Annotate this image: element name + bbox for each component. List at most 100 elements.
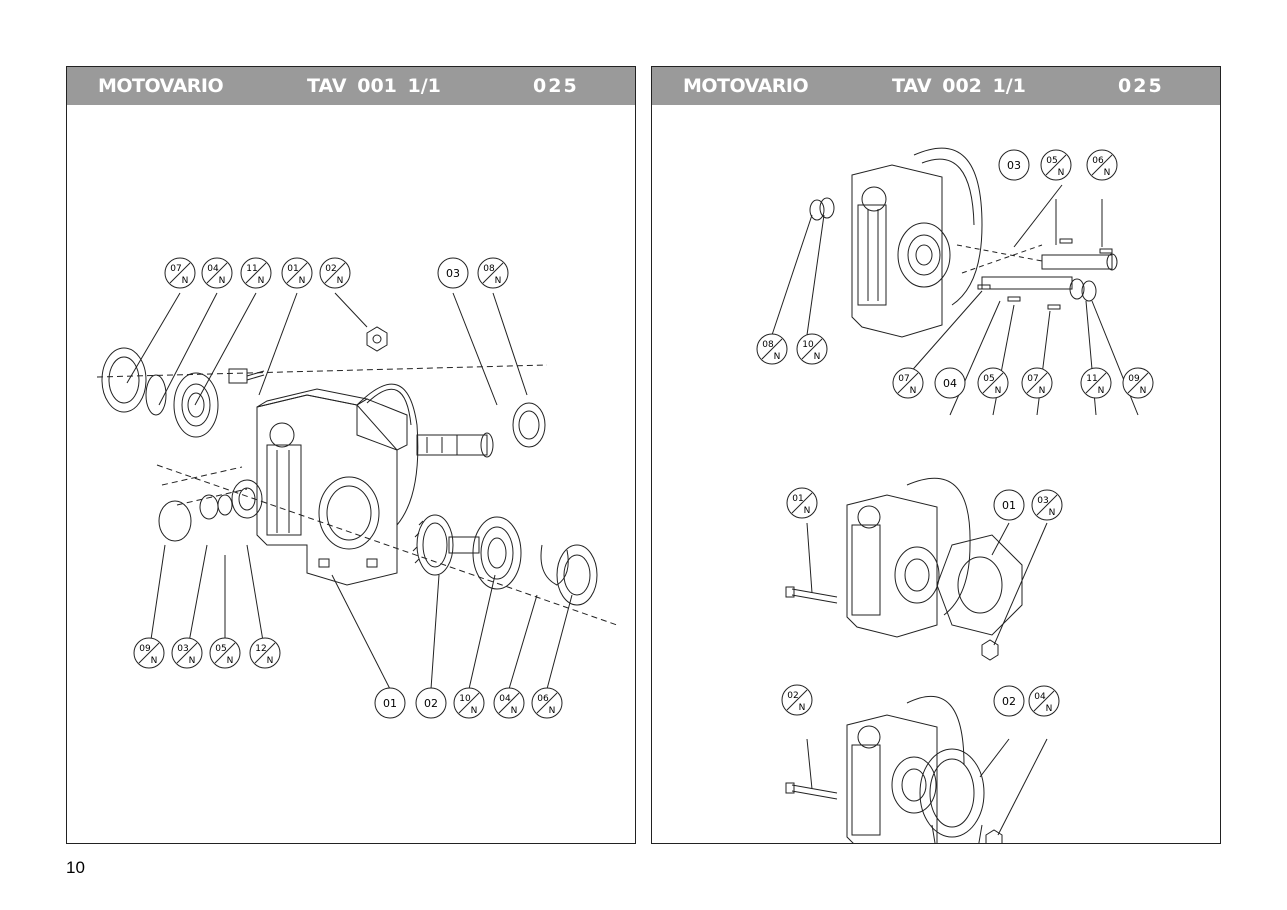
callout-number: 04 <box>207 264 219 274</box>
callout-number: 09 <box>139 644 151 654</box>
part-callout: 11N <box>1080 367 1112 399</box>
callout-number: 02 <box>1002 695 1016 708</box>
callout-number: 08 <box>483 264 495 274</box>
brand-name: MOTOVARIO <box>98 75 224 97</box>
part-callout: 07N <box>164 257 196 289</box>
part-callout: 02 <box>415 687 447 719</box>
part-callout: 01N <box>281 257 313 289</box>
part-callout: 05N <box>1040 149 1072 181</box>
callout-suffix: N <box>799 703 806 713</box>
exploded-view-svg: 0305N06N08N10N07N0405N07N11N09N01N0103N0… <box>756 147 1154 843</box>
callout-number: 01 <box>1002 499 1016 512</box>
part-callout: 03N <box>171 637 203 669</box>
part-callout: 02N <box>781 684 813 716</box>
part-callout: 06N <box>531 687 563 719</box>
callout-suffix: N <box>1046 704 1053 714</box>
callout-number: 02 <box>787 691 798 701</box>
callout-suffix: N <box>258 276 265 286</box>
part-callout: 10N <box>453 687 485 719</box>
callout-number: 12 <box>255 644 266 654</box>
part-callout: 11N <box>240 257 272 289</box>
callout-number: 11 <box>1086 374 1097 384</box>
callout-number: 05 <box>1046 156 1057 166</box>
part-callout: 04 <box>934 367 966 399</box>
part-callout: 12N <box>249 637 281 669</box>
callout-suffix: N <box>814 352 821 362</box>
part-callout: 09N <box>1122 367 1154 399</box>
callout-suffix: N <box>1058 168 1065 178</box>
part-callout: 02 <box>993 685 1025 717</box>
callout-suffix: N <box>1049 508 1056 518</box>
part-callout: 09N <box>133 637 165 669</box>
callout-number: 06 <box>1092 156 1104 166</box>
exploded-view-svg: 07N04N11N01N02N0308N09N03N05N12N010210N0… <box>96 257 618 719</box>
callout-number: 08 <box>762 340 774 350</box>
callout-suffix: N <box>1140 386 1147 396</box>
callout-number: 10 <box>459 694 471 704</box>
callout-suffix: N <box>995 386 1002 396</box>
part-callout: 07N <box>1021 367 1053 399</box>
callout-number: 07 <box>1027 374 1038 384</box>
table-number: TAV 001 1/1 <box>307 75 441 97</box>
callout-suffix: N <box>549 706 556 716</box>
part-callout: 01 <box>374 687 406 719</box>
callout-number: 04 <box>943 377 957 390</box>
callout-number: 05 <box>215 644 226 654</box>
callout-suffix: N <box>299 276 306 286</box>
callout-suffix: N <box>227 656 234 666</box>
callout-number: 11 <box>246 264 257 274</box>
callout-number: 06 <box>537 694 549 704</box>
callout-suffix: N <box>774 352 781 362</box>
callout-number: 05 <box>983 374 994 384</box>
callout-suffix: N <box>189 656 196 666</box>
part-callout: 05N <box>209 637 241 669</box>
part-callout: 01N <box>786 487 818 519</box>
part-callout: 06N <box>1086 149 1118 181</box>
callout-number: 07 <box>170 264 181 274</box>
part-callout: 03 <box>437 257 469 289</box>
callout-number: 01 <box>383 697 397 710</box>
part-callout: 08N <box>756 333 788 365</box>
callout-number: 04 <box>1034 692 1046 702</box>
callout-number: 01 <box>287 264 298 274</box>
page-number: 10 <box>66 858 85 877</box>
callout-number: 10 <box>802 340 814 350</box>
part-callout: 04N <box>201 257 233 289</box>
callout-number: 03 <box>1007 159 1021 172</box>
callout-number: 03 <box>1037 496 1048 506</box>
part-callout: 05N <box>977 367 1009 399</box>
size-code: 025 <box>1118 75 1164 97</box>
callout-suffix: N <box>804 506 811 516</box>
part-callout: 01 <box>993 489 1025 521</box>
callout-number: 03 <box>177 644 188 654</box>
callout-suffix: N <box>219 276 226 286</box>
callout-suffix: N <box>511 706 518 716</box>
part-callout: 03 <box>998 149 1030 181</box>
panel-header: MOTOVARIO TAV 002 1/1 025 <box>652 67 1220 105</box>
callout-suffix: N <box>151 656 158 666</box>
callout-number: 09 <box>1128 374 1140 384</box>
parts-table-panel-tav-002: MOTOVARIO TAV 002 1/1 025 <box>651 66 1221 844</box>
part-callout: 03N <box>1031 489 1063 521</box>
panel-header: MOTOVARIO TAV 001 1/1 025 <box>67 67 635 105</box>
callout-number: 03 <box>446 267 460 280</box>
brand-name: MOTOVARIO <box>683 75 809 97</box>
callout-suffix: N <box>337 276 344 286</box>
callout-suffix: N <box>1039 386 1046 396</box>
parts-table-panel-tav-001: MOTOVARIO TAV 001 1/1 025 <box>66 66 636 844</box>
callout-suffix: N <box>1098 386 1105 396</box>
part-callout: 04N <box>493 687 525 719</box>
callout-suffix: N <box>495 276 502 286</box>
callout-suffix: N <box>910 386 917 396</box>
callout-number: 01 <box>792 494 803 504</box>
callout-number: 04 <box>499 694 511 704</box>
table-number: TAV 002 1/1 <box>892 75 1026 97</box>
callout-suffix: N <box>471 706 478 716</box>
callout-number: 02 <box>424 697 438 710</box>
callout-suffix: N <box>267 656 274 666</box>
size-code: 025 <box>533 75 579 97</box>
part-callout: 07N <box>892 367 924 399</box>
callout-number: 07 <box>898 374 909 384</box>
